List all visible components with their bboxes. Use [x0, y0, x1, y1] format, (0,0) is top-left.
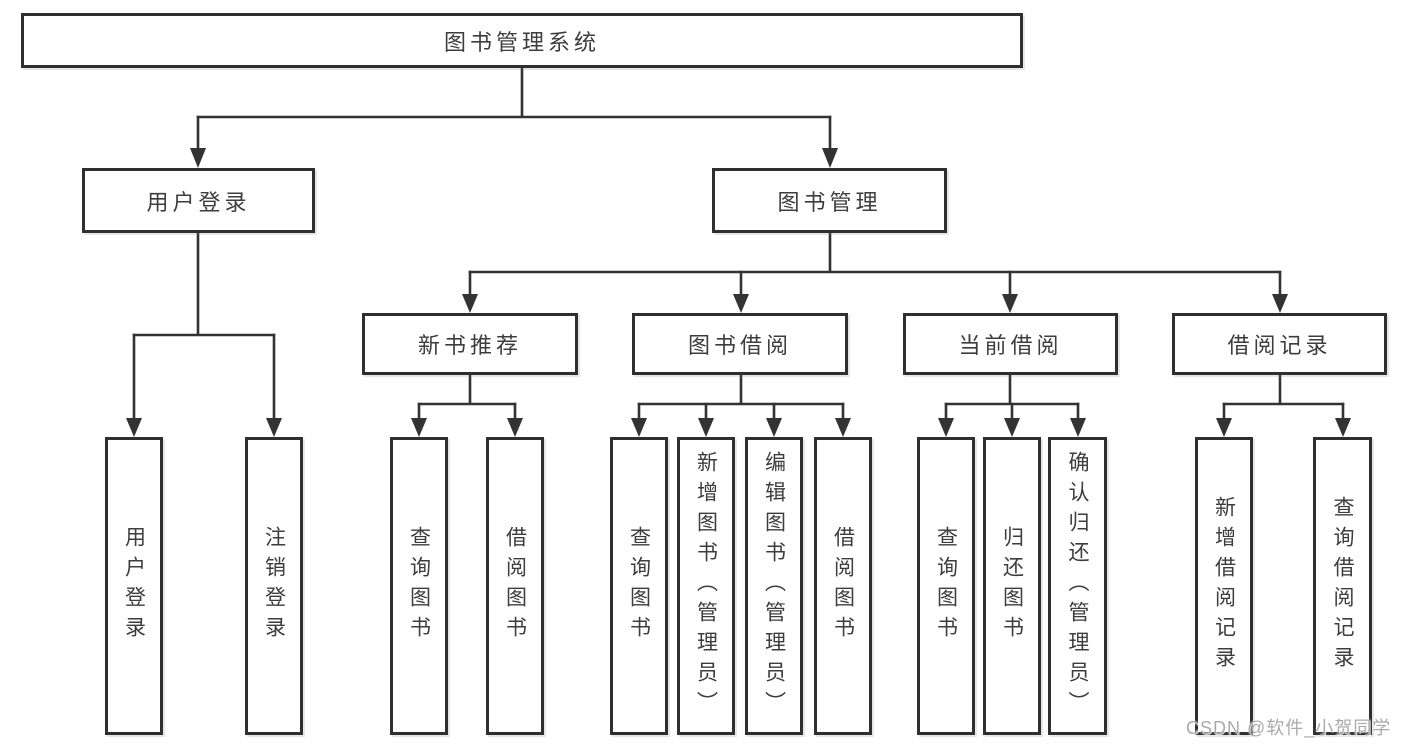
node-current-borrow: 当前借阅	[903, 313, 1118, 375]
node-borrow-records: 借阅记录	[1172, 313, 1387, 375]
leaf-query-books-newbook: 查询图书	[390, 437, 448, 735]
leaf-query-books-borrow: 查询图书	[610, 437, 668, 735]
leaf-label: 新增图书（管理员）	[694, 451, 718, 721]
leaf-label: 新增借阅记录	[1212, 496, 1236, 676]
leaf-label: 查询图书	[934, 526, 958, 646]
node-new-book-recommend: 新书推荐	[362, 313, 578, 375]
node-library-system: 图书管理系统	[21, 13, 1023, 68]
leaf-label: 查询图书	[407, 526, 431, 646]
leaf-confirm-return-admin: 确认归还（管理员）	[1048, 437, 1107, 735]
leaf-return-books: 归还图书	[983, 437, 1041, 735]
leaf-add-books-admin: 新增图书（管理员）	[677, 437, 735, 735]
node-book-management: 图书管理	[712, 168, 947, 233]
leaf-user-login: 用户登录	[105, 437, 163, 735]
leaf-label: 借阅图书	[503, 526, 527, 646]
leaf-label: 归还图书	[1000, 526, 1024, 646]
leaf-label: 借阅图书	[831, 526, 855, 646]
csdn-watermark: CSDN @软件_小贺同学	[1186, 718, 1392, 738]
leaf-query-books-current: 查询图书	[917, 437, 975, 735]
leaf-borrow-books-newbook: 借阅图书	[486, 437, 544, 735]
leaf-label: 查询借阅记录	[1331, 496, 1354, 676]
leaf-label: 确认归还（管理员）	[1066, 451, 1089, 721]
leaf-edit-books-admin: 编辑图书（管理员）	[745, 437, 803, 735]
node-user-login: 用户登录	[82, 168, 315, 233]
leaf-logout: 注销登录	[245, 437, 303, 735]
leaf-label: 查询图书	[627, 526, 651, 646]
leaf-query-borrow-record: 查询借阅记录	[1313, 437, 1372, 735]
leaf-label: 用户登录	[122, 526, 146, 646]
node-book-borrow: 图书借阅	[632, 313, 848, 375]
leaf-label: 编辑图书（管理员）	[762, 451, 786, 721]
leaf-borrow-books-borrow: 借阅图书	[814, 437, 872, 735]
leaf-add-borrow-record: 新增借阅记录	[1195, 437, 1253, 735]
leaf-label: 注销登录	[262, 526, 286, 646]
